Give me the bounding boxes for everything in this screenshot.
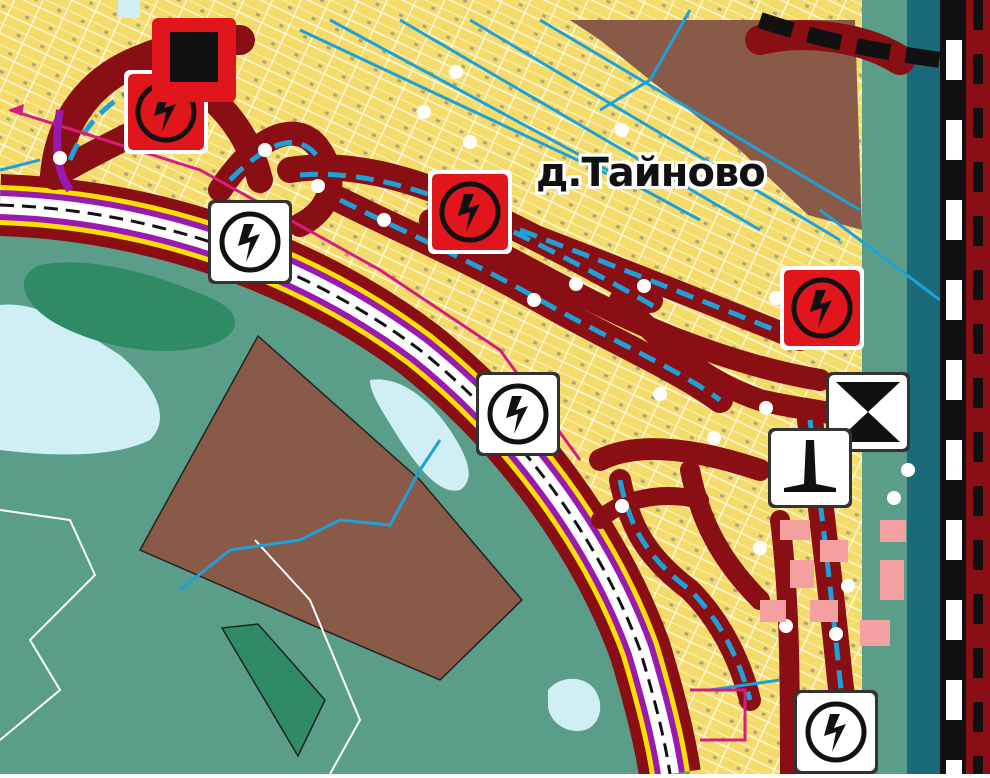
lake-west <box>0 304 160 455</box>
black-square-icon[interactable] <box>152 18 236 102</box>
building-cluster <box>760 520 906 646</box>
pipelines <box>0 9 941 692</box>
magenta-arrow <box>8 104 24 116</box>
railway-curve <box>757 12 942 68</box>
lake-river <box>370 379 469 491</box>
industrial-area-south <box>138 334 524 681</box>
substation-white-icon[interactable] <box>208 200 292 284</box>
water-north-patch <box>118 0 140 18</box>
well-markers <box>53 65 915 641</box>
lake-south <box>548 678 601 731</box>
place-label: д.Тайново <box>536 150 766 196</box>
substation-white-icon[interactable] <box>794 690 878 774</box>
substation-white-icon[interactable] <box>476 372 560 456</box>
boundary-line <box>0 509 97 741</box>
tower-icon[interactable] <box>768 428 852 508</box>
park-area-south <box>220 623 326 758</box>
boundary-line-2 <box>254 539 362 775</box>
substation-red-icon[interactable] <box>780 266 864 350</box>
park-area-west <box>23 262 236 351</box>
substation-red-icon[interactable] <box>428 170 512 254</box>
